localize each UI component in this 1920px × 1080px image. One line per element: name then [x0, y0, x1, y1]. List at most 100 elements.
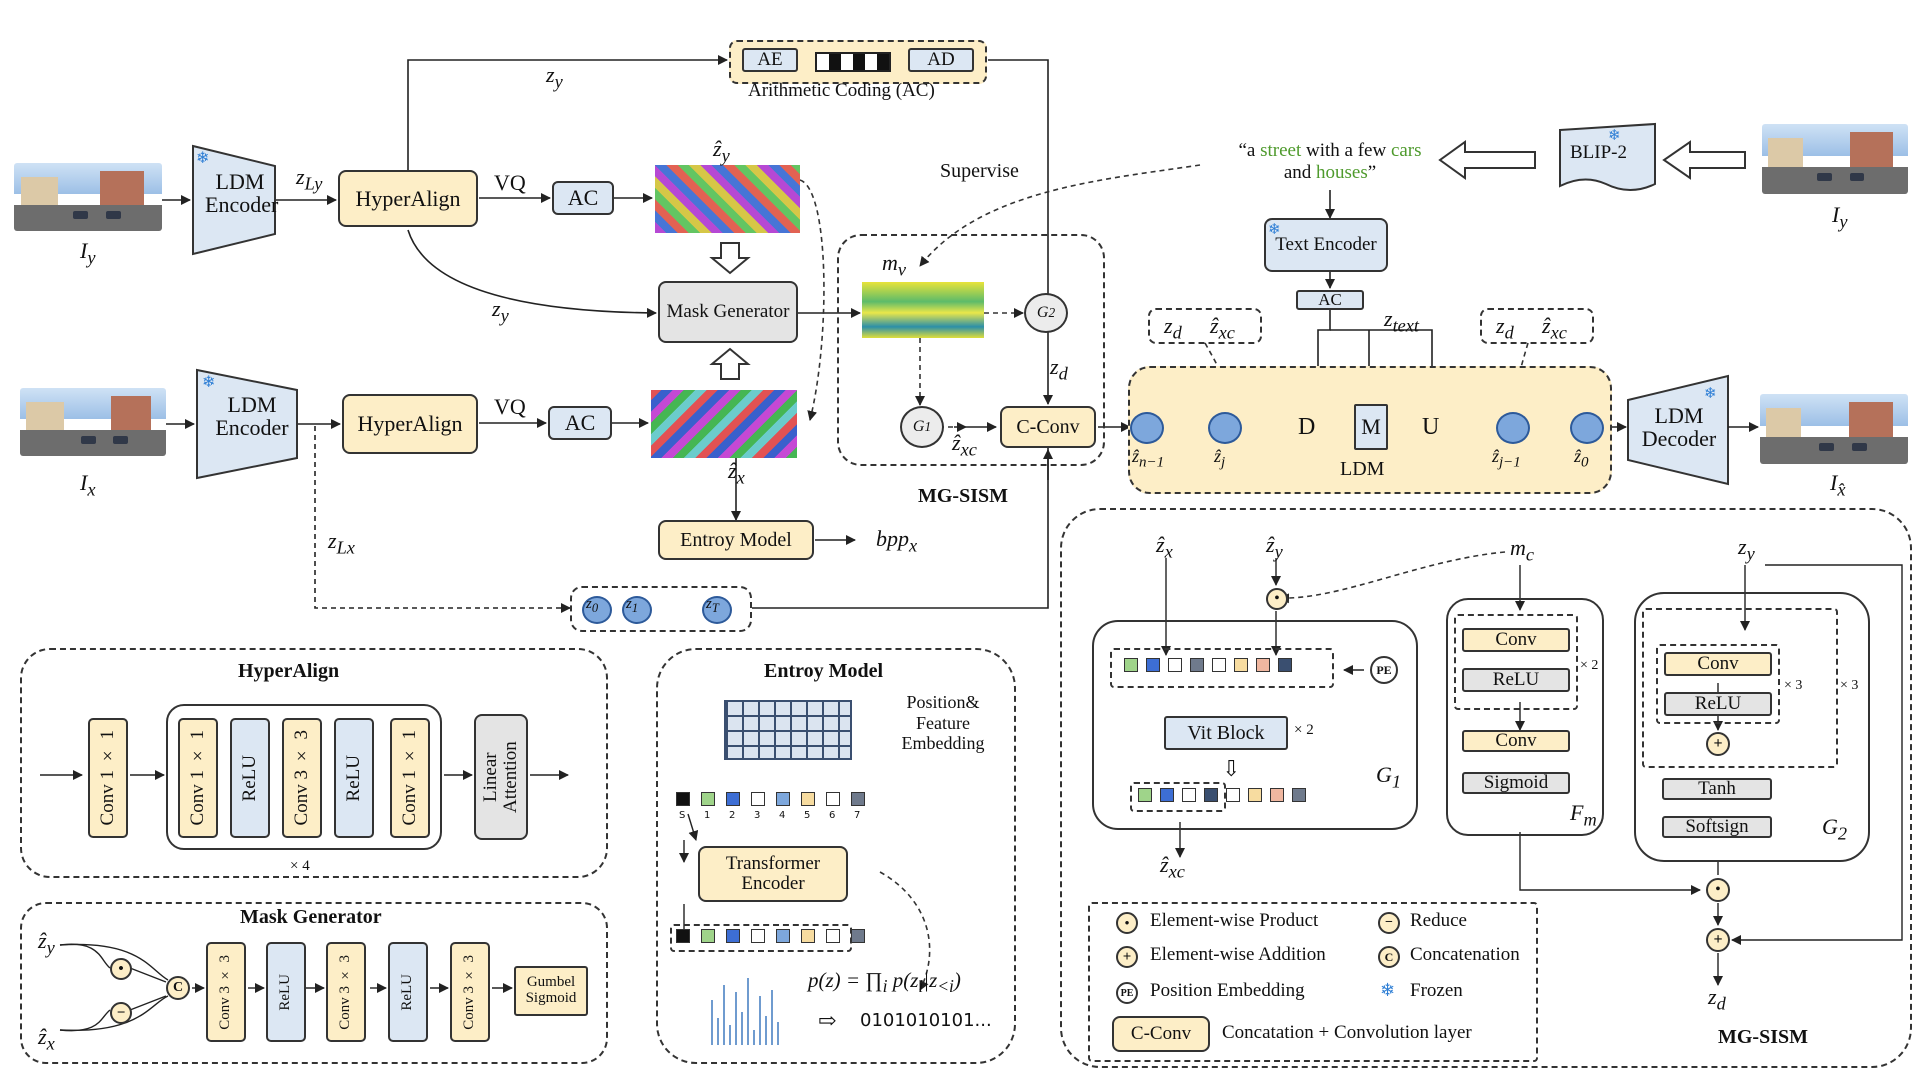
- token-square: [801, 792, 815, 806]
- ldm-node-n1: [1130, 412, 1164, 444]
- hyperalign-y: HyperAlign: [338, 170, 478, 227]
- token-square: [1256, 658, 1270, 672]
- mg-product-op: •: [110, 958, 132, 980]
- pos-embed-label: Position& Feature Embedding: [901, 692, 985, 754]
- ha-layer-0: Conv 1 × 1: [88, 718, 128, 838]
- token-index-label: S: [679, 810, 686, 821]
- token-square: [1190, 658, 1204, 672]
- ldm-node-n1-label: ẑn−1: [1132, 446, 1165, 471]
- token-square: [751, 792, 765, 806]
- legend-frozen: Frozen: [1410, 980, 1463, 1001]
- legend-pe: Position Embedding: [1150, 980, 1305, 1001]
- unet-m-box: M: [1354, 404, 1388, 450]
- token-square: [1278, 658, 1292, 672]
- ldm-label: LDM: [1340, 458, 1385, 480]
- ha-layer-3: Conv 3 × 3: [282, 718, 322, 838]
- ha-repeat-block: [166, 704, 442, 850]
- blip-label: BLIP-2: [1570, 142, 1627, 163]
- mg-in-bottom: ẑx: [38, 1024, 55, 1054]
- g1-token-group: [1110, 648, 1334, 688]
- legend-cconv-box: C-Conv: [1112, 1016, 1210, 1052]
- latent-sequence-group: [570, 586, 752, 632]
- ldm-node-j1: [1496, 412, 1530, 444]
- token-index-label: 6: [829, 810, 836, 821]
- vit-block-box: Vit Block: [1164, 716, 1288, 750]
- g2-layer-2: Tanh: [1662, 778, 1772, 800]
- bitstream-icon: [815, 52, 891, 72]
- latent-z0: [582, 596, 612, 624]
- ldm-node-j: [1208, 412, 1242, 444]
- hollow-arrow-right-icon: ⇨: [818, 1008, 837, 1033]
- g2-label: G2: [1822, 814, 1848, 844]
- fm-layer-2: Conv: [1462, 730, 1570, 752]
- legend-addition: Element-wise Addition: [1150, 944, 1326, 965]
- input-image-ix: [20, 388, 166, 456]
- cond-right-group: [1480, 308, 1594, 344]
- token-index-label: 3: [754, 810, 761, 821]
- g2-inner-repeat: × 3: [1784, 678, 1803, 693]
- latent-z1-label: z1: [626, 596, 639, 615]
- token-index-label: 4: [779, 810, 786, 821]
- legend-cconv-desc: Concatation + Convolution layer: [1222, 1022, 1472, 1043]
- latent-zT: [702, 596, 732, 624]
- token-row-input: [676, 792, 884, 810]
- token-square: [726, 792, 740, 806]
- mg-reduce-op: −: [110, 1002, 132, 1024]
- frozen-icon: ❄: [202, 374, 216, 391]
- ldm-node-j-label: ẑj: [1214, 446, 1226, 471]
- fm-repeat-label: × 2: [1580, 658, 1599, 673]
- g2-layer-3: Softsign: [1662, 816, 1772, 838]
- latent-z0-label: z0: [586, 596, 599, 615]
- sism-mc-label: mc: [1510, 535, 1535, 565]
- token-square: [851, 929, 865, 943]
- zhat-x-label: ẑx: [728, 458, 745, 488]
- token-square: [1160, 788, 1174, 802]
- sism-detail-panel: [1060, 508, 1912, 1068]
- ldm-decoder: LDM Decoder: [1641, 403, 1717, 452]
- token-square: [776, 792, 790, 806]
- ldm-node-0: [1570, 412, 1604, 444]
- mg-in-top: ẑy: [38, 928, 55, 958]
- sism-final-add-op: +: [1706, 928, 1730, 952]
- bitstream-text: 0101010101...: [860, 1010, 992, 1031]
- mg-sism-title: MG-SISM: [918, 485, 1008, 507]
- input-image-iy: [14, 163, 162, 231]
- g1-label: G1: [1376, 762, 1402, 792]
- sism-zxc-label: ẑxc: [1160, 852, 1185, 882]
- iy-right-label: Iy: [1832, 202, 1848, 232]
- legend-pe-icon: PE: [1116, 982, 1138, 1004]
- token-square: [751, 929, 765, 943]
- mv-label: mv: [882, 250, 907, 280]
- token-index-label: 1: [704, 810, 711, 821]
- ldm-node-0-label: ẑ0: [1574, 446, 1589, 471]
- token-square: [776, 929, 790, 943]
- latent-z1: [622, 596, 652, 624]
- mask-gen-detail-panel: [20, 902, 608, 1064]
- mask-generator-box: Mask Generator: [658, 281, 798, 343]
- token-square: [701, 929, 715, 943]
- ha-layer-1: Conv 1 × 1: [178, 718, 218, 838]
- hollow-arrow-blip-to-caption: [1438, 140, 1536, 180]
- fm-label: Fm: [1570, 800, 1597, 830]
- token-square: [676, 792, 690, 806]
- frozen-icon: ❄: [1268, 222, 1281, 238]
- sism-product-op: •: [1266, 588, 1288, 610]
- g2-outer-repeat: × 3: [1840, 678, 1859, 693]
- iy-label: Iy: [80, 238, 96, 268]
- token-index-label: 7: [854, 810, 861, 821]
- token-square: [826, 929, 840, 943]
- ha-repeat-label: × 4: [290, 858, 310, 874]
- hollow-arrow-down-icon: ⇩: [1222, 756, 1241, 781]
- token-square: [676, 929, 690, 943]
- vit-repeat-label: × 2: [1294, 722, 1314, 738]
- mg-sism-block: [837, 234, 1105, 466]
- entropy-detail-panel: [656, 648, 1016, 1064]
- feature-grid-rows: [724, 700, 852, 760]
- token-row-output: [676, 929, 884, 947]
- latent-zT-label: zT: [706, 596, 719, 615]
- token-square: [1182, 788, 1196, 802]
